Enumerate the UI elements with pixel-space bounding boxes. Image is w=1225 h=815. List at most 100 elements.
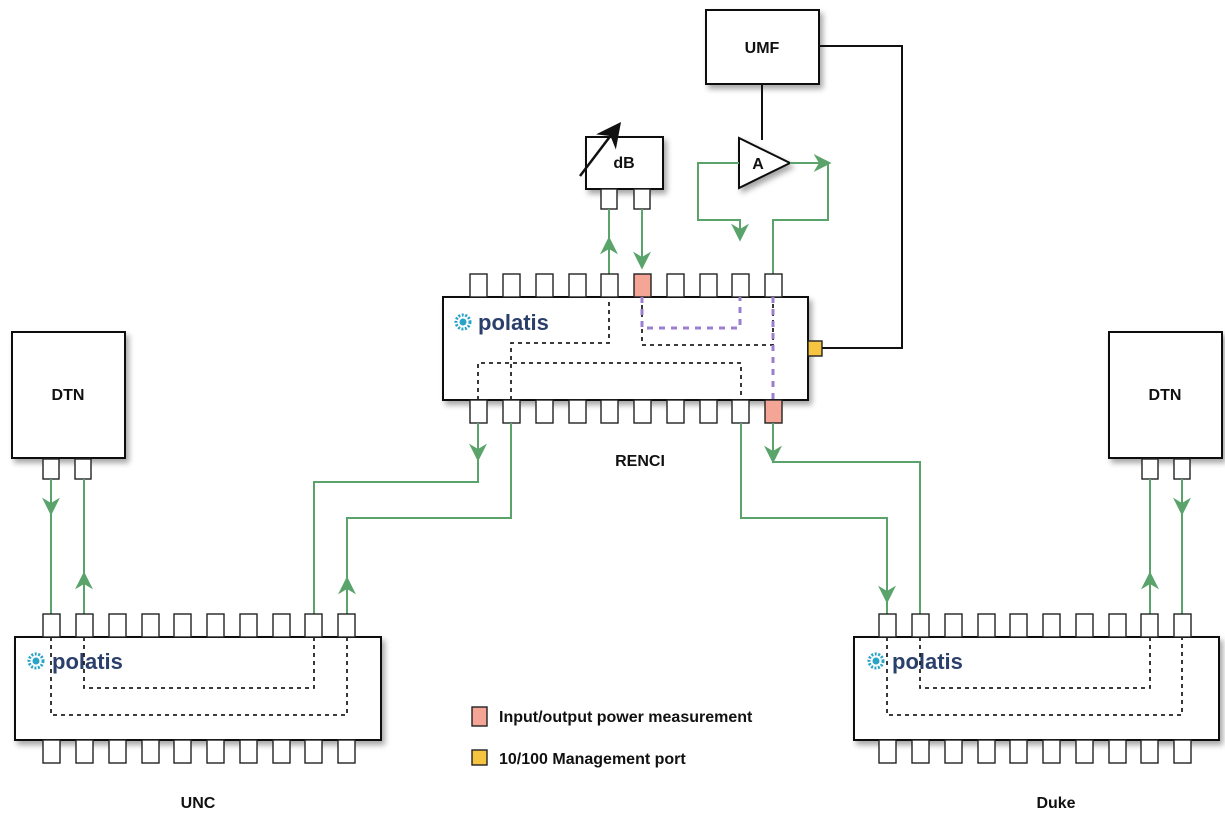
- renci-measurement-port: [633, 273, 652, 298]
- db-meter-node: dB: [579, 122, 664, 210]
- renci-top-port: [731, 273, 750, 298]
- unc-top-port: [108, 613, 127, 638]
- duke-bottom-port: [977, 739, 996, 764]
- renci-crossconnect: [510, 297, 610, 400]
- polatis-logo-icon: [27, 652, 45, 670]
- renci-crossconnect: [477, 362, 742, 400]
- renci-bottom-port: [535, 399, 554, 424]
- duke-bottom-port: [1009, 739, 1028, 764]
- amplifier-node: A: [738, 136, 793, 190]
- umf-box: [705, 9, 820, 85]
- unc-label: UNC: [181, 795, 216, 812]
- unc-top-port: [173, 613, 192, 638]
- renci-management-port: [807, 340, 823, 357]
- duke-switch: polatis: [853, 613, 1220, 764]
- renci-top-port: [600, 273, 619, 298]
- duke-bottom-port: [1075, 739, 1094, 764]
- duke-bottom-port: [878, 739, 897, 764]
- renci-purple-path: [640, 297, 742, 330]
- dtn-right-box: [1108, 331, 1223, 459]
- renci-switch: polatis: [442, 273, 823, 424]
- renci-measurement-port: [764, 399, 783, 424]
- duke-bottom-port: [944, 739, 963, 764]
- legend-measurement-swatch: [471, 706, 488, 727]
- unc-bottom-port: [108, 739, 127, 764]
- unc-top-port: [206, 613, 225, 638]
- db-meter-label: dB: [613, 155, 634, 172]
- duke-chassis: [853, 636, 1220, 741]
- unc-bottom-port: [173, 739, 192, 764]
- dtn-right-port: [1141, 458, 1159, 480]
- polatis-logo-icon: [454, 313, 472, 331]
- duke-crossconnect: [919, 637, 1151, 689]
- umf-node: UMF: [705, 9, 820, 85]
- duke-bottom-port: [1108, 739, 1127, 764]
- duke-top-ports: [878, 613, 1192, 638]
- unc-polatis-logo: polatis: [27, 649, 123, 674]
- renci-top-port: [469, 273, 488, 298]
- umf-label: UMF: [745, 40, 780, 57]
- duke-top-port: [1108, 613, 1127, 638]
- duke-bottom-port: [911, 739, 930, 764]
- polatis-wordmark: polatis: [52, 649, 123, 674]
- renci-top-port: [764, 273, 783, 298]
- amplifier-label: A: [752, 156, 764, 173]
- duke-bottom-port: [1042, 739, 1061, 764]
- amp-output-fiber: [772, 163, 829, 276]
- db-port-left: [600, 188, 618, 210]
- dtn-left-label: DTN: [52, 387, 85, 404]
- dtn-right-port: [1173, 458, 1191, 480]
- renci-top-port: [502, 273, 521, 298]
- unc-chassis: [14, 636, 382, 741]
- duke-bottom-ports: [878, 739, 1192, 764]
- unc-bottom-port: [206, 739, 225, 764]
- legend-management-label: 10/100 Management port: [499, 751, 686, 768]
- polatis-wordmark: polatis: [892, 649, 963, 674]
- unc-bottom-port: [42, 739, 61, 764]
- db-port-right: [633, 188, 651, 210]
- renci-bottom-port: [633, 399, 652, 424]
- polatis-logo-icon: [867, 652, 885, 670]
- unc-top-port: [75, 613, 94, 638]
- duke-top-port: [977, 613, 996, 638]
- duke-top-port: [944, 613, 963, 638]
- renci-top-port: [568, 273, 587, 298]
- unc-crossconnect: [83, 637, 315, 689]
- unc-bottom-port: [337, 739, 356, 764]
- renci-bottom-ports: [469, 399, 783, 424]
- duke-crossconnect: [886, 637, 1183, 716]
- unc-bottom-port: [272, 739, 291, 764]
- unc-top-port: [141, 613, 160, 638]
- unc-top-port: [42, 613, 61, 638]
- polatis-wordmark: polatis: [478, 310, 549, 335]
- legend: Input/output power measurement 10/100 Ma…: [471, 706, 753, 768]
- renci-bottom-port: [666, 399, 685, 424]
- unc-bottom-ports: [42, 739, 356, 764]
- dtn-left-port: [74, 458, 92, 480]
- renci-bottom-port: [469, 399, 488, 424]
- unc-bottom-port: [304, 739, 323, 764]
- duke-bottom-port: [1140, 739, 1159, 764]
- duke-top-port: [1042, 613, 1061, 638]
- unc-bottom-port: [75, 739, 94, 764]
- renci-to-duke-fiber: [740, 423, 896, 604]
- unc-bottom-port: [239, 739, 258, 764]
- duke-top-port: [911, 613, 930, 638]
- unc-top-port: [337, 613, 356, 638]
- dtn-right-label: DTN: [1149, 387, 1182, 404]
- renci-top-ports: [469, 273, 783, 298]
- unc-top-port: [239, 613, 258, 638]
- duke-label: Duke: [1036, 795, 1075, 812]
- renci-bottom-port: [600, 399, 619, 424]
- unc-top-port: [304, 613, 323, 638]
- dtn-left-box: [11, 331, 126, 459]
- renci-label: RENCI: [615, 453, 665, 470]
- unc-top-port: [272, 613, 291, 638]
- unc-switch: polatis: [14, 613, 382, 764]
- amp-input-fiber: [697, 162, 749, 242]
- amplifier-triangle: [738, 136, 793, 190]
- dtn-left-node: DTN: [11, 331, 126, 480]
- renci-bottom-port: [502, 399, 521, 424]
- dtn-left-port: [42, 458, 60, 480]
